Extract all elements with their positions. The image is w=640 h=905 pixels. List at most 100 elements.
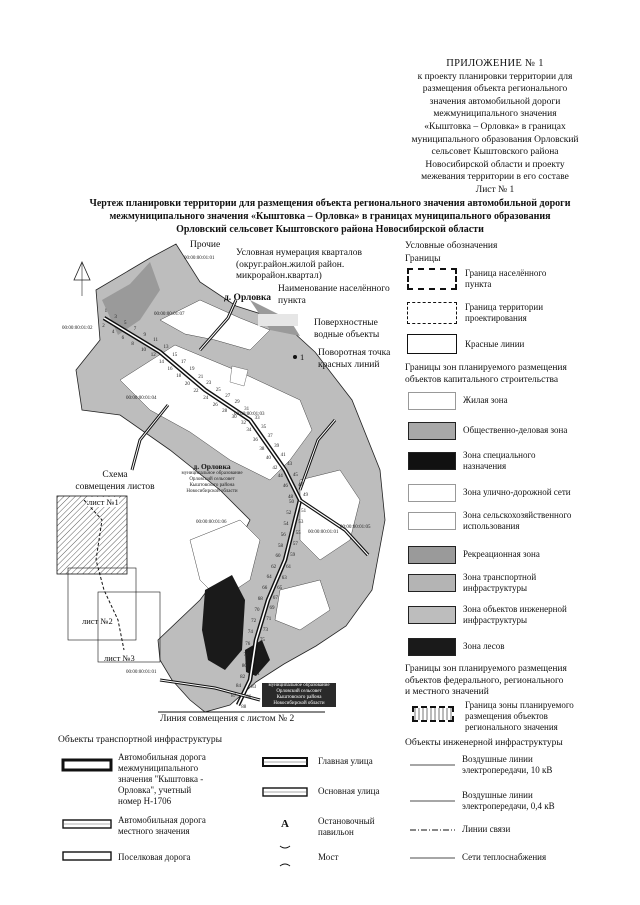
transport-item-line: межмуниципального bbox=[118, 763, 199, 773]
turn-point-number: 80 bbox=[241, 664, 247, 670]
federal-item-label: Граница зоны планируемого размещения объ… bbox=[465, 700, 574, 733]
turn-point-number: 12 bbox=[150, 353, 156, 359]
appendix-line: размещения объекта регионального bbox=[422, 84, 568, 95]
turn-point-number: 34 bbox=[246, 428, 252, 434]
water-desc-line: водные объекты bbox=[314, 329, 380, 340]
kvartal-code: 00:00:00:01:01 bbox=[126, 670, 157, 675]
main-road bbox=[102, 299, 370, 706]
kvartal-code: 00:00:00:01:02 bbox=[62, 326, 93, 331]
legend-label-line: проектирования bbox=[465, 313, 527, 323]
turn-point-number: 17 bbox=[180, 359, 186, 365]
zone-swatch bbox=[408, 392, 456, 410]
turn-point-number: 23 bbox=[206, 381, 212, 387]
turn-point-number: 64 bbox=[266, 575, 272, 581]
turn-point-number: 53 bbox=[298, 520, 304, 526]
turn-point-number: 76 bbox=[245, 641, 251, 647]
turn-point-number: 38 bbox=[259, 446, 265, 452]
zones-title: Границы зон планируемого размещения объе… bbox=[405, 363, 635, 386]
transport-item-line: Автомобильная дорога bbox=[118, 815, 206, 825]
appendix-line: значения автомобильной дороги bbox=[429, 96, 561, 107]
turn-point-number: 74 bbox=[247, 629, 253, 635]
transport-title: Объекты транспортной инфраструктуры bbox=[58, 735, 222, 745]
zone-swatch bbox=[408, 484, 456, 502]
intermunicipal-road-swatch bbox=[61, 758, 113, 772]
water-desc-line: Поверхностные bbox=[314, 318, 378, 328]
turn-point-number: 11 bbox=[153, 338, 158, 344]
turn-point-number: 14 bbox=[158, 359, 164, 365]
turn-point-number: 47 bbox=[297, 483, 303, 489]
turn-point-number: 1 bbox=[104, 309, 108, 315]
scheme-title: Схема совмещения листов bbox=[70, 470, 160, 493]
turn-point-number: 40 bbox=[265, 456, 271, 462]
kvartal-desc: Условная нумерация кварталов (округ.райо… bbox=[236, 248, 386, 283]
join-line-label: Линия совмещения с листом № 2 bbox=[160, 714, 295, 724]
engineering-item: Линии связи bbox=[462, 824, 511, 834]
transport-item: Поселковая дорога bbox=[118, 852, 191, 862]
federal-title-line: объектов федерального, регионального bbox=[405, 675, 564, 686]
turn-point-number: 29 bbox=[234, 400, 240, 406]
zone-label-line: Зона специального bbox=[463, 450, 536, 460]
turn-point-number: 5 bbox=[124, 320, 127, 326]
turn-point-number: 65 bbox=[277, 585, 283, 591]
turn-point-number: 42 bbox=[272, 465, 278, 471]
engineering-item-line: электропередачи, 0,4 кВ bbox=[462, 801, 555, 811]
turn-point-number: 59 bbox=[290, 553, 296, 559]
kvartal-code: 00:00:00:01:01 bbox=[308, 530, 339, 535]
zone-label-line: Зона лесов bbox=[463, 641, 505, 651]
zone-swatch bbox=[408, 638, 456, 656]
transport-item-line: местного значения bbox=[118, 826, 190, 836]
kvartal-desc-line: микрорайон.квартал) bbox=[236, 271, 322, 281]
engineering-item: Воздушные линии электропередачи, 0,4 кВ bbox=[462, 790, 555, 812]
turn-point-number: 16 bbox=[167, 367, 173, 373]
turn-point-number: 72 bbox=[251, 618, 257, 624]
turn-point-number: 32 bbox=[241, 421, 247, 427]
bottom-label-line: муниципальное образование bbox=[268, 683, 330, 688]
bottom-municipal-label: муниципальное образование Орловский сель… bbox=[262, 683, 336, 707]
zone-label-line: инфраструктуры bbox=[463, 583, 527, 593]
water-object bbox=[258, 314, 298, 326]
engineering-item-line: Воздушные линии bbox=[462, 754, 533, 764]
settlement-boundary-swatch bbox=[407, 268, 457, 290]
turn-point-number: 50 bbox=[288, 500, 294, 506]
zone-label-line: Зона объектов инженерной bbox=[463, 604, 567, 614]
turn-point-number: 8 bbox=[131, 341, 134, 347]
water-desc: Поверхностные водные объекты bbox=[314, 318, 404, 341]
turn-point-number: 22 bbox=[193, 389, 199, 394]
turn-point-number: 66 bbox=[262, 585, 268, 591]
drawing-title: Чертеж планировки территории для размеще… bbox=[60, 197, 600, 236]
village-name: д. Орловка bbox=[193, 462, 231, 471]
turn-point-number: 44 bbox=[277, 474, 283, 480]
turn-point-number: 48 bbox=[287, 494, 293, 500]
turn-point-number: 73 bbox=[262, 628, 268, 634]
engineering-item: Воздушные линии электропередачи, 10 кВ bbox=[462, 754, 552, 776]
turn-point-number: 81 bbox=[254, 671, 260, 677]
turn-point-number: 37 bbox=[267, 434, 273, 440]
red-line-swatch bbox=[407, 334, 457, 354]
appendix-block: ПРИЛОЖЕНИЕ № 1 к проекту планировки терр… bbox=[395, 58, 595, 197]
turn-point-number: 21 bbox=[198, 374, 204, 380]
federal-title-line: и местного значений bbox=[405, 687, 489, 697]
turn-point-number: 71 bbox=[266, 617, 272, 623]
north-arrow-icon bbox=[73, 261, 91, 296]
bus-stop-icon: А bbox=[281, 818, 289, 830]
turn-point-number: 35 bbox=[261, 424, 267, 430]
turn-point-number: 75 bbox=[259, 638, 265, 644]
zone-label: Зона улично-дорожной сети bbox=[463, 487, 633, 498]
turn-point-number: 33 bbox=[254, 415, 260, 421]
turn-point-number: 87 bbox=[231, 693, 237, 699]
engineering-item: Сети теплоснабжения bbox=[462, 852, 547, 862]
turn-point-number: 62 bbox=[271, 564, 277, 570]
village-sub-line: Кыштовского района bbox=[189, 483, 235, 488]
transport-item: Автомобильная дорога межмуниципального з… bbox=[118, 752, 206, 807]
turn-point-number: 70 bbox=[254, 607, 260, 613]
zone-label: Рекреационная зона bbox=[463, 549, 633, 560]
scheme-title-line: совмещения листов bbox=[75, 481, 155, 492]
turn-point-number: 4 bbox=[111, 329, 115, 335]
turn-point-number: 36 bbox=[252, 437, 258, 443]
turn-point-number: 18 bbox=[176, 374, 182, 380]
drawing-title-line: межмуниципального значения «Кыштовка – О… bbox=[109, 211, 551, 222]
turn-point-number: 7 bbox=[133, 326, 137, 332]
turn-point-number: 54 bbox=[283, 522, 289, 528]
boundaries-title: Границы bbox=[405, 254, 441, 264]
